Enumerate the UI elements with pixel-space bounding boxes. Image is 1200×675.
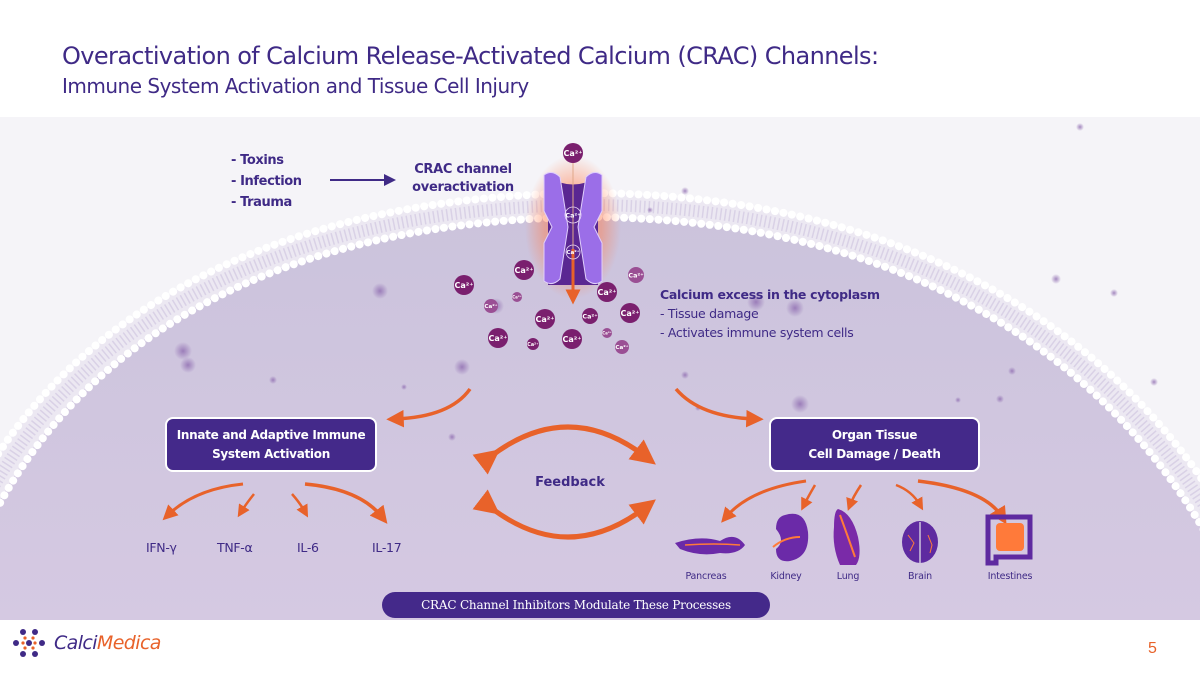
inhibitors-banner: CRAC Channel Inhibitors Modulate These P… xyxy=(382,592,770,618)
calcium-ion-icon: Ca²⁺ xyxy=(535,309,555,329)
arrow-to-immune xyxy=(386,387,472,428)
cytokine-arrows xyxy=(162,482,388,524)
calcium-ion-icon: Ca²⁺ xyxy=(563,143,583,163)
causes-list: - Toxins - Infection - Trauma xyxy=(231,150,302,213)
calcium-ion-icon: Ca²⁺ xyxy=(484,299,498,313)
svg-text:Ca²⁺: Ca²⁺ xyxy=(484,303,497,310)
svg-text:Ca²⁺: Ca²⁺ xyxy=(489,334,508,343)
excess-item: - Activates immune system cells xyxy=(660,325,854,340)
cytokine-label: IFN-γ xyxy=(146,540,177,555)
logo-part2: Medica xyxy=(96,632,162,654)
calcium-excess-text: Calcium excess in the cytoplasm - Tissue… xyxy=(660,285,880,342)
title-block: Overactivation of Calcium Release-Activa… xyxy=(62,40,879,100)
organ-box-line2: Cell Damage / Death xyxy=(808,446,941,461)
calcium-ion-icon: Ca²⁺ xyxy=(597,282,617,302)
svg-text:Ca²⁺: Ca²⁺ xyxy=(455,281,474,290)
immune-box-line2: System Activation xyxy=(212,446,330,461)
svg-text:Ca²⁺: Ca²⁺ xyxy=(536,315,555,324)
svg-text:Ca²⁺: Ca²⁺ xyxy=(564,149,583,158)
calcium-ion-icon: Ca²⁺ xyxy=(454,275,474,295)
background-particles xyxy=(174,123,1158,441)
calcium-ion-icon: Ca²⁺ xyxy=(602,328,612,338)
svg-text:Ca²⁺: Ca²⁺ xyxy=(628,271,643,279)
cell-background xyxy=(0,123,1200,620)
cytokine-label: IL-17 xyxy=(372,540,402,555)
calcium-ion-icon: Ca²⁺ xyxy=(564,206,582,224)
immune-box-line1: Innate and Adaptive Immune xyxy=(176,427,366,442)
arrow-to-organ xyxy=(674,387,764,428)
slide-subtitle: Immune System Activation and Tissue Cell… xyxy=(62,74,529,98)
organ-label: Brain xyxy=(908,571,932,582)
calcium-ion-icon: Ca²⁺ xyxy=(615,340,629,354)
organ-arrows xyxy=(721,479,1007,525)
cytokine-label: TNF-α xyxy=(217,540,253,555)
cause-item: - Infection xyxy=(231,174,302,189)
calcium-ion-icon: Ca²⁺ xyxy=(628,267,644,283)
svg-text:Ca²⁺: Ca²⁺ xyxy=(566,249,579,256)
lung-icon xyxy=(833,509,860,565)
slide-title: Overactivation of Calcium Release-Activa… xyxy=(62,42,879,70)
organ-label: Lung xyxy=(836,571,860,582)
page-number: 5 xyxy=(1148,640,1157,657)
svg-text:Ca²⁺: Ca²⁺ xyxy=(621,309,640,318)
calcium-ion-icon: Ca²⁺ xyxy=(514,260,534,280)
svg-text:Ca²⁺: Ca²⁺ xyxy=(527,342,539,348)
svg-text:Ca²⁺: Ca²⁺ xyxy=(582,312,597,320)
organ-label: Intestines xyxy=(987,571,1033,582)
crac-overactivation-label: CRAC channel overactivation xyxy=(388,161,538,197)
calcium-ion-icon: Ca²⁺ xyxy=(488,328,508,348)
calcium-ion-icon: Ca²⁺ xyxy=(527,338,539,350)
excess-item: - Tissue damage xyxy=(660,306,759,321)
calcium-ion-icon: Ca²⁺ xyxy=(562,329,582,349)
feedback-label: Feedback xyxy=(535,475,605,490)
calcium-ion-icon: Ca²⁺ xyxy=(620,303,640,323)
svg-text:Ca²⁺: Ca²⁺ xyxy=(512,295,522,300)
pancreas-icon xyxy=(675,536,745,555)
logo-wordmark: CalciMedica xyxy=(54,632,161,654)
svg-text:Ca²⁺: Ca²⁺ xyxy=(598,288,617,297)
organ-damage-box: Organ Tissue Cell Damage / Death xyxy=(769,417,980,472)
calcium-ion-icon: Ca²⁺ xyxy=(582,308,598,324)
cytoplasm xyxy=(0,210,1200,620)
feedback-arrows xyxy=(472,424,656,540)
crac-channel-icon xyxy=(525,155,621,305)
calcium-ion-icon: Ca²⁺ xyxy=(565,244,581,260)
svg-text:Ca²⁺: Ca²⁺ xyxy=(615,344,628,351)
logo-part1: Calci xyxy=(54,632,98,654)
svg-text:Ca²⁺: Ca²⁺ xyxy=(515,266,534,275)
crac-label-line2: overactivation xyxy=(412,180,514,195)
svg-text:Ca²⁺: Ca²⁺ xyxy=(602,331,612,336)
excess-heading: Calcium excess in the cytoplasm xyxy=(660,287,880,302)
brain-icon xyxy=(902,521,938,563)
calcimedica-logo: CalciMedica xyxy=(12,627,161,659)
logo-mark-icon xyxy=(13,629,45,657)
cause-item: - Trauma xyxy=(231,195,292,210)
svg-text:Ca²⁺: Ca²⁺ xyxy=(563,335,582,344)
organ-label: Pancreas xyxy=(685,571,727,582)
intestines-icon xyxy=(985,514,1033,566)
svg-text:Ca²⁺: Ca²⁺ xyxy=(565,211,580,219)
organ-box-line1: Organ Tissue xyxy=(831,427,918,442)
immune-activation-box: Innate and Adaptive Immune System Activa… xyxy=(165,417,377,472)
cause-item: - Toxins xyxy=(231,153,284,168)
cytokine-label: IL-6 xyxy=(297,540,319,555)
crac-label-line1: CRAC channel xyxy=(414,162,512,177)
calcium-ions: Ca²⁺ Ca²⁺ Ca²⁺ Ca²⁺ Ca²⁺ Ca²⁺ Ca²⁺ Ca²⁺ Ca²⁺ Ca²⁺… xyxy=(454,143,644,354)
calcium-ion-icon: Ca²⁺ xyxy=(512,292,522,302)
organ-label: Kidney xyxy=(770,571,802,582)
cell-diagram: Ca²⁺ Ca²⁺ Ca²⁺ Ca²⁺ Ca²⁺ Ca²⁺ Ca²⁺ Ca²⁺ Ca²⁺ Ca²⁺… xyxy=(0,117,1200,620)
kidney-icon xyxy=(772,513,809,562)
